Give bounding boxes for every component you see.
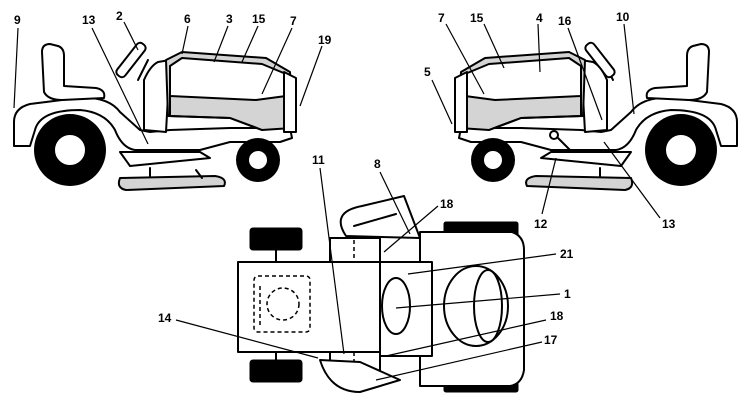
callout-17: 17 xyxy=(544,333,558,347)
callout-6: 6 xyxy=(184,12,191,26)
callout-labels-left: 9 13 2 6 3 15 7 19 xyxy=(14,9,332,47)
callout-13: 13 xyxy=(82,13,96,27)
callout-15: 15 xyxy=(252,12,266,26)
callout-18: 18 xyxy=(550,309,564,323)
callout-4: 4 xyxy=(536,11,543,25)
callout-labels-top: 11 8 18 21 1 14 18 17 xyxy=(158,153,574,347)
callout-10: 10 xyxy=(616,10,630,24)
callout-1: 1 xyxy=(564,287,571,301)
callout-13: 13 xyxy=(662,217,676,231)
callout-12: 12 xyxy=(534,217,548,231)
tractor-right-view xyxy=(454,41,738,191)
tractor-left-view xyxy=(13,41,297,191)
callout-16: 16 xyxy=(558,14,572,28)
callout-labels-right: 7 15 4 16 10 5 12 13 xyxy=(424,10,676,231)
callout-14: 14 xyxy=(158,311,172,325)
callout-19: 19 xyxy=(318,33,332,47)
callout-2: 2 xyxy=(116,9,123,23)
callout-9: 9 xyxy=(14,13,21,27)
callout-15: 15 xyxy=(470,11,484,25)
callout-21: 21 xyxy=(560,247,574,261)
callout-7: 7 xyxy=(438,11,445,25)
callout-18: 18 xyxy=(440,197,454,211)
callout-11: 11 xyxy=(312,153,325,167)
callout-8: 8 xyxy=(374,157,381,171)
callout-5: 5 xyxy=(424,65,431,79)
leader-lines xyxy=(13,21,661,381)
callout-3: 3 xyxy=(226,12,233,26)
callout-7: 7 xyxy=(290,14,297,28)
tractor-top-view xyxy=(237,195,525,393)
